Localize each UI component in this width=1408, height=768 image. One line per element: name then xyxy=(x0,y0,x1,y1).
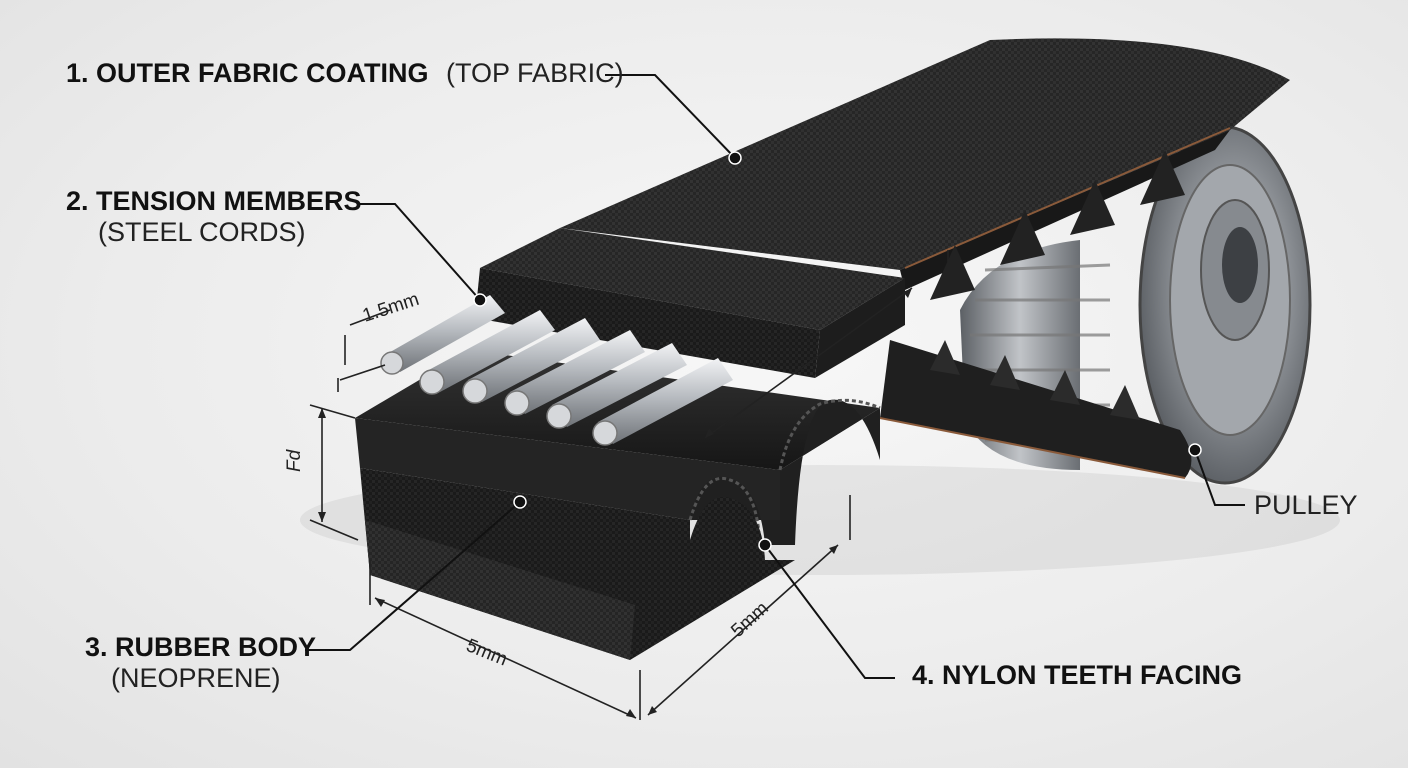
steel-cords xyxy=(380,295,733,446)
belt-lower-strand xyxy=(879,340,1192,479)
outer-fabric-layer xyxy=(475,228,905,378)
callout-outer-fabric-title: 1. OUTER FABRIC COATING xyxy=(66,58,429,88)
callout-nylon-teeth-title: 4. NYLON TEETH FACING xyxy=(912,660,1243,690)
leader-dots xyxy=(473,151,1202,552)
callout-nylon-teeth: 4. NYLON TEETH FACING xyxy=(912,660,1242,691)
dimension-lines xyxy=(309,250,949,720)
callout-rubber-body-title: 3. RUBBER BODY xyxy=(85,632,317,662)
dim-tooth-pitch: 5mm xyxy=(727,598,772,642)
nylon-teeth-facing xyxy=(360,468,795,660)
pulley xyxy=(960,125,1312,485)
callout-rubber-body: 3. RUBBER BODY (NEOPRENE) xyxy=(85,632,316,694)
dim-cord-diameter: 1.5mm xyxy=(360,289,422,327)
callout-tension-members-detail: (STEEL CORDS) xyxy=(98,217,306,248)
dimension-arrows xyxy=(318,288,912,718)
dim-width: 5mm xyxy=(463,635,510,670)
callout-tension-members-title: 2. TENSION MEMBERS xyxy=(66,186,362,216)
callout-pulley-title: PULLEY xyxy=(1254,490,1358,520)
callout-tension-members: 2. TENSION MEMBERS (STEEL CORDS) xyxy=(66,186,362,248)
callout-outer-fabric-detail: (TOP FABRIC) xyxy=(446,58,624,88)
belt-upper-strand xyxy=(560,38,1290,300)
callout-pulley: PULLEY xyxy=(1254,490,1358,521)
dim-height: Fd xyxy=(284,448,305,472)
callout-rubber-body-detail: (NEOPRENE) xyxy=(111,663,281,694)
callout-outer-fabric: 1. OUTER FABRIC COATING (TOP FABRIC) xyxy=(66,58,624,89)
leader-lines xyxy=(305,74,1245,679)
